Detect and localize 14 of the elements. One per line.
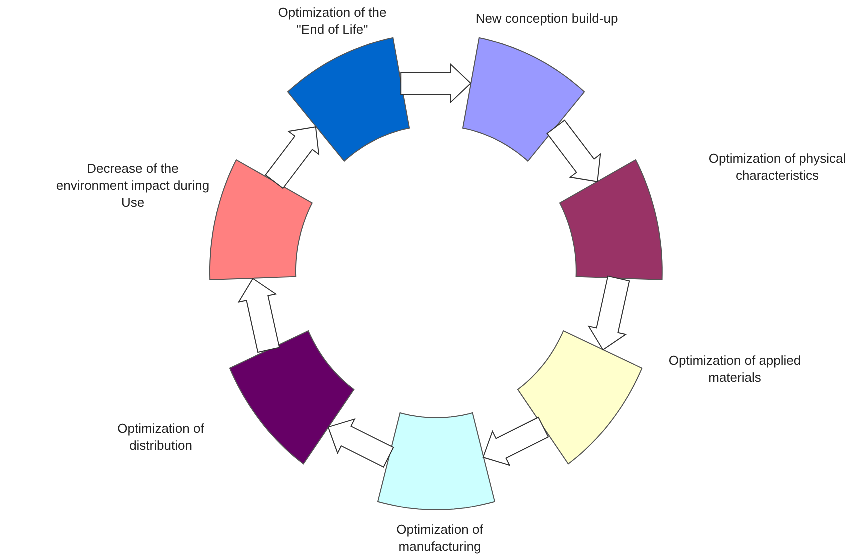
block-arrow [400, 63, 472, 104]
stage-label: Optimization of applied materials [668, 352, 802, 386]
stage-label: Decrease of the environment impact during Use [55, 160, 211, 211]
stage-label: Optimization of manufacturing [396, 521, 484, 555]
block-arrow [588, 276, 630, 351]
stage-label: Optimization of distribution [116, 420, 206, 454]
block-arrow [482, 416, 550, 466]
block-arrow [265, 126, 320, 190]
block-arrow [546, 120, 602, 182]
stage-label: Optimization of the "End of Life" [277, 4, 388, 38]
block-arrow [328, 418, 394, 468]
stage-label: Optimization of physical characteristics [708, 150, 848, 184]
stage-label: New conception build-up [474, 10, 620, 27]
block-arrow [238, 278, 280, 354]
